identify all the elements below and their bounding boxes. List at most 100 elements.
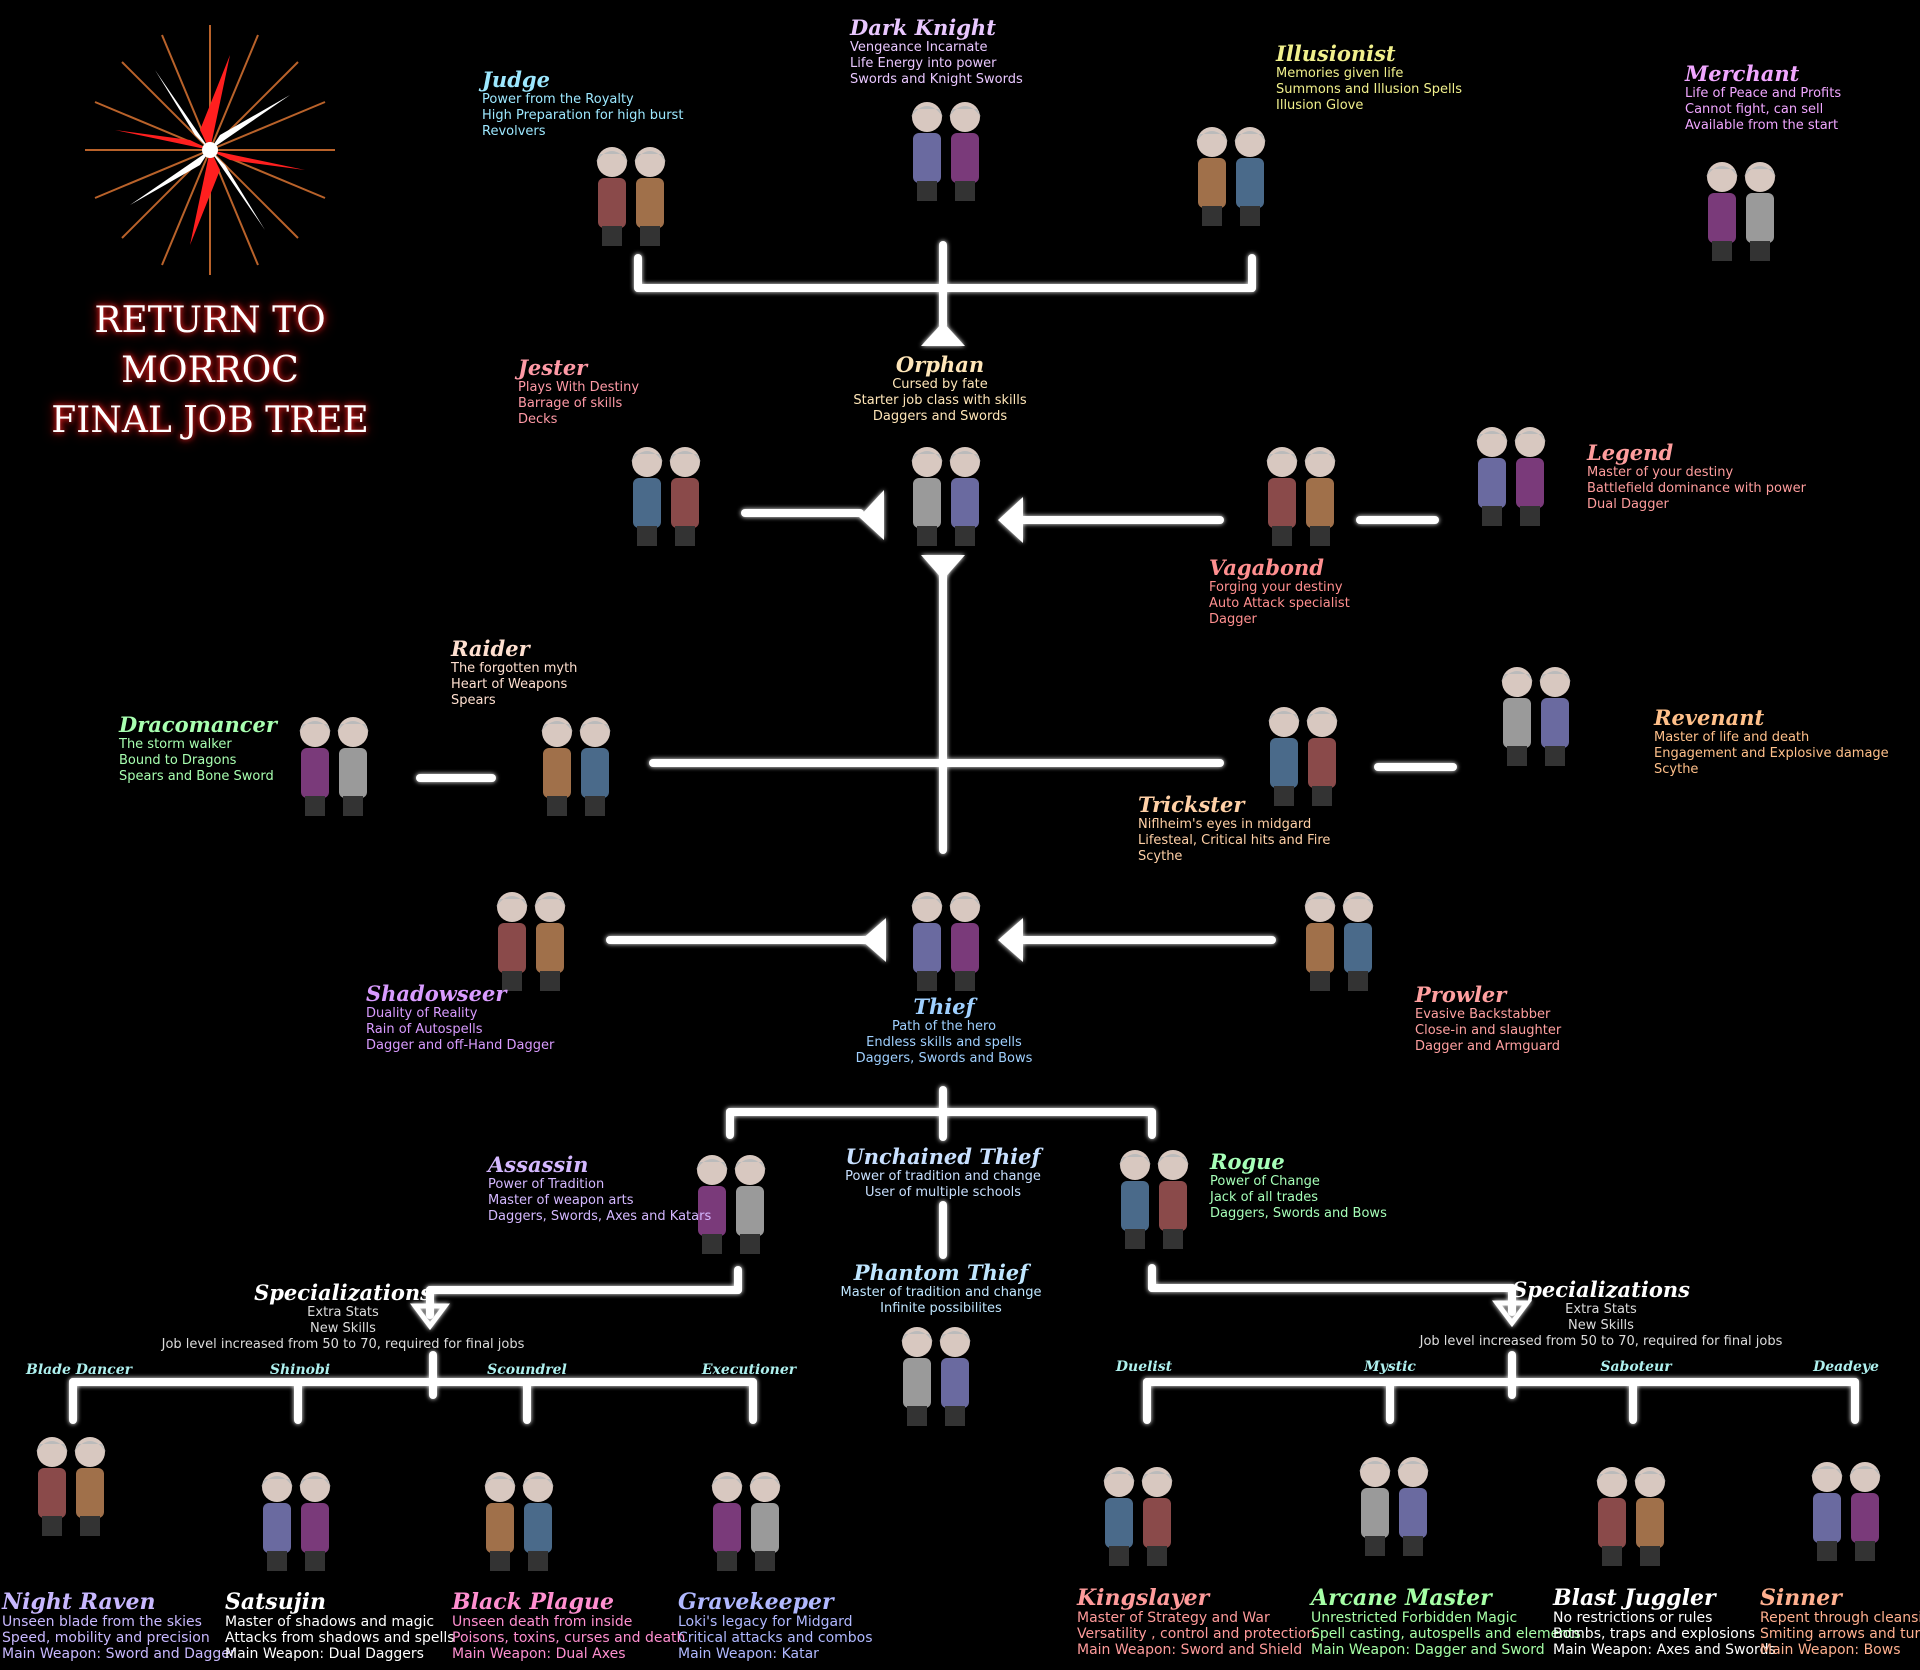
job-description-line: Barrage of skills <box>518 396 623 411</box>
branch-label-scoundrel: Scoundrel <box>487 1362 567 1378</box>
job-description-line: Unrestricted Forbidden Magic <box>1311 1610 1518 1626</box>
character-sprite-icon <box>1811 1462 1881 1561</box>
job-description-line: Spears and Bone Sword <box>119 769 274 784</box>
specializations-left-title: Specializations <box>254 1280 432 1305</box>
character-sprite-icon <box>496 892 566 991</box>
job-description-line: Daggers and Swords <box>872 409 1008 424</box>
job-description-line: Master of shadows and magic <box>225 1614 435 1630</box>
job-description-line: Unseen death from inside <box>452 1614 633 1630</box>
job-description-line: User of multiple schools <box>864 1185 1022 1200</box>
character-sprite-icon <box>299 717 369 816</box>
job-description-line: Auto Attack specialist <box>1209 596 1350 611</box>
job-description-line: Scythe <box>1138 849 1183 864</box>
character-sprite-icon <box>911 892 981 991</box>
character-sprite-icon <box>1119 1150 1189 1249</box>
character-sprite-icon <box>911 447 981 546</box>
job-description-line: Illusion Glove <box>1276 98 1364 113</box>
character-sprite-icon <box>911 102 981 201</box>
job-name: Legend <box>1587 440 1674 465</box>
job-description-line: Endless skills and spells <box>866 1035 1022 1050</box>
character-sprite-icon <box>711 1472 781 1571</box>
job-name: Night Raven <box>2 1589 156 1615</box>
job-description-line: Main Weapon: Sword and Dagger <box>2 1646 236 1662</box>
job-description-line: No restrictions or rules <box>1553 1610 1713 1626</box>
character-sprite-icon <box>1359 1457 1429 1556</box>
job-description-line: Vengeance Incarnate <box>850 40 988 55</box>
character-sprite-icon <box>1268 707 1338 806</box>
job-name: Gravekeeper <box>678 1589 834 1615</box>
character-sprite-icon <box>1501 667 1571 766</box>
job-description-line: Master of tradition and change <box>840 1285 1042 1300</box>
job-description-line: Main Weapon: Dual Axes <box>452 1646 626 1662</box>
job-description-line: Dual Dagger <box>1587 497 1669 512</box>
job-name: Jester <box>518 355 588 380</box>
job-description-line: Jack of all trades <box>1210 1190 1319 1205</box>
job-description-line: Spell casting, autospells and elements <box>1311 1626 1581 1642</box>
job-description-line: Master of weapon arts <box>488 1193 634 1208</box>
job-description-line: Forging your destiny <box>1209 580 1343 595</box>
job-description-line: The storm walker <box>119 737 232 752</box>
branch-label-shinobi: Shinobi <box>269 1362 331 1378</box>
character-sprite-icon <box>596 147 666 246</box>
character-sprite-icon <box>696 1155 766 1254</box>
title-line-1: RETURN TO MORROC <box>94 300 326 391</box>
character-sprite-icon <box>1596 1467 1666 1566</box>
job-name: Shadowseer <box>366 981 507 1006</box>
job-description-line: Decks <box>518 412 558 427</box>
job-description-line: Battlefield dominance with power <box>1587 481 1806 496</box>
job-description-line: Power of tradition and change <box>845 1169 1041 1184</box>
job-name: Rogue <box>1210 1149 1285 1174</box>
job-name: Prowler <box>1415 982 1507 1007</box>
job-description-line: Speed, mobility and precision <box>2 1630 210 1646</box>
job-description-line: Power of Tradition <box>488 1177 605 1192</box>
job-name: Arcane Master <box>1311 1585 1492 1611</box>
job-description-line: Life of Peace and Profits <box>1685 86 1842 101</box>
job-description-line: Unseen blade from the skies <box>2 1614 202 1630</box>
character-sprite-icon <box>901 1327 971 1426</box>
job-description-line: Daggers, Swords, Axes and Katars <box>488 1209 712 1224</box>
job-description-line: Starter job class with skills <box>853 393 1027 408</box>
job-description-line: Poisons, toxins, curses and death <box>452 1630 686 1646</box>
job-description-line: Attacks from shadows and spells <box>225 1630 455 1646</box>
job-description-line: Infinite possibilites <box>880 1301 1002 1316</box>
specializations-right-title: Specializations <box>1512 1277 1690 1302</box>
job-description-line: Master of Strategy and War <box>1077 1610 1270 1626</box>
job-description-line: Master of life and death <box>1654 730 1810 745</box>
character-sprite-icon <box>1706 162 1776 261</box>
job-description-line: Main Weapon: Axes and Swords <box>1553 1642 1776 1658</box>
job-name: Unchained Thief <box>845 1144 1041 1169</box>
job-description-line: Spears <box>451 693 496 708</box>
job-description-line: Revolvers <box>482 124 546 139</box>
job-description-line: Engagement and Explosive damage <box>1654 746 1889 761</box>
job-name: Sinner <box>1760 1585 1842 1611</box>
job-name: Satsujin <box>225 1589 326 1615</box>
spec-right-line: New Skills <box>1568 1318 1634 1333</box>
job-name: Orphan <box>895 352 985 377</box>
title-line-2: FINAL JOB TREE <box>51 400 369 441</box>
character-sprite-icon <box>1304 892 1374 991</box>
job-description-line: The forgotten myth <box>451 661 578 676</box>
job-name: Blast Juggler <box>1553 1585 1716 1611</box>
job-name: Raider <box>451 636 530 661</box>
spec-left-line: New Skills <box>310 1321 376 1336</box>
character-sprite-icon <box>1476 427 1546 526</box>
job-name: Phantom Thief <box>853 1260 1029 1285</box>
character-sprite-icon <box>36 1437 106 1536</box>
job-name: Black Plague <box>452 1589 615 1615</box>
character-sprite-icon <box>261 1472 331 1571</box>
spec-right-line: Extra Stats <box>1565 1302 1637 1317</box>
job-name: Dark Knight <box>850 15 996 40</box>
job-name: Dracomancer <box>119 712 277 737</box>
job-name: Revenant <box>1654 705 1765 730</box>
job-description-line: Rain of Autospells <box>366 1022 483 1037</box>
